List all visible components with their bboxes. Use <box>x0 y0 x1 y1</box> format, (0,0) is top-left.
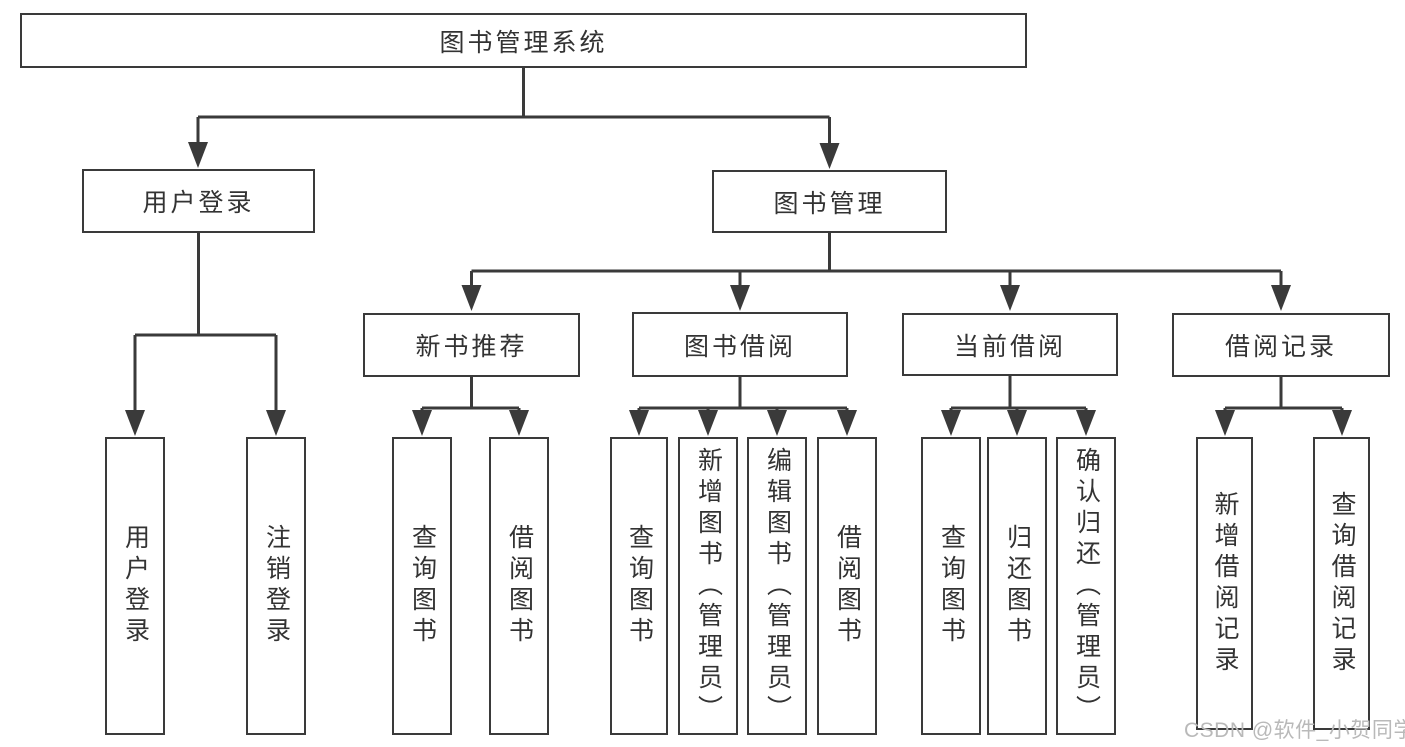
leaf-return-book: 归还图书 <box>987 437 1047 735</box>
node-label: 查询图书 <box>625 524 654 648</box>
node-label: 新书推荐 <box>415 333 528 361</box>
node-label: 当前借阅 <box>953 332 1066 361</box>
arrowhead-icon <box>1076 410 1096 436</box>
node-label: 用户登录 <box>121 524 150 648</box>
node-book-borrow: 图书借阅 <box>632 312 848 377</box>
arrowhead-icon <box>767 410 787 436</box>
node-user-login: 用户登录 <box>82 169 315 233</box>
arrowhead-icon <box>509 410 529 436</box>
node-new-book-recommend: 新书推荐 <box>363 313 580 377</box>
connector-root-to-level2 <box>188 68 840 169</box>
node-book-management: 图书管理 <box>712 170 947 233</box>
leaf-add-book-admin: 新增图书（管理员） <box>678 437 738 735</box>
leaf-query-borrow-record: 查询借阅记录 <box>1313 437 1370 730</box>
node-label: 借阅图书 <box>505 524 534 648</box>
arrowhead-icon <box>1215 410 1235 436</box>
arrowhead-icon <box>266 410 286 436</box>
node-label: 图书管理系统 <box>439 28 608 57</box>
leaf-confirm-return-admin: 确认归还（管理员） <box>1056 437 1116 735</box>
leaf-query-books-borrow: 查询图书 <box>610 437 668 735</box>
node-label: 确认归还（管理员） <box>1072 446 1101 726</box>
node-borrow-records: 借阅记录 <box>1172 313 1390 377</box>
leaf-logout-login: 注销登录 <box>246 437 306 735</box>
node-label: 查询借阅记录 <box>1328 490 1356 677</box>
node-label: 新增借阅记录 <box>1211 490 1239 677</box>
leaf-add-borrow-record: 新增借阅记录 <box>1196 437 1253 730</box>
arrowhead-icon <box>941 410 961 436</box>
connector-book-borrow-children <box>629 377 857 436</box>
csdn-watermark: CSDN @软件_小贺同学 <box>1184 719 1405 742</box>
connector-book-management-children <box>461 233 1291 311</box>
leaf-edit-book-admin: 编辑图书（管理员） <box>747 437 807 735</box>
connector-new-book-recommend-children <box>412 377 529 436</box>
arrowhead-icon <box>412 410 432 436</box>
arrowhead-icon <box>1332 410 1352 436</box>
node-label: 查询图书 <box>937 524 966 648</box>
leaf-user-login: 用户登录 <box>105 437 165 735</box>
node-current-borrow: 当前借阅 <box>902 313 1118 376</box>
arrowhead-icon <box>1007 410 1027 436</box>
node-label: 借阅记录 <box>1224 333 1337 361</box>
arrowhead-icon <box>730 285 750 311</box>
node-label: 注销登录 <box>262 524 291 648</box>
arrowhead-icon <box>837 410 857 436</box>
node-root-library-system: 图书管理系统 <box>20 13 1027 68</box>
arrowhead-icon <box>125 410 145 436</box>
connector-borrow-records-children <box>1215 377 1352 436</box>
connector-user-login-children <box>125 233 286 436</box>
node-label: 新增图书（管理员） <box>694 446 723 726</box>
leaf-borrow-books: 借阅图书 <box>817 437 877 735</box>
arrowhead-icon <box>629 410 649 436</box>
arrowhead-icon <box>819 143 840 169</box>
leaf-borrow-books-recommend: 借阅图书 <box>489 437 549 735</box>
connector-current-borrow-children <box>941 376 1096 436</box>
node-label: 图书借阅 <box>683 332 796 361</box>
node-label: 用户登录 <box>142 189 255 217</box>
node-label: 归还图书 <box>1003 524 1032 648</box>
leaf-query-books-recommend: 查询图书 <box>392 437 452 735</box>
arrowhead-icon <box>698 410 718 436</box>
arrowhead-icon <box>188 142 208 168</box>
node-label: 图书管理 <box>773 189 886 218</box>
arrowhead-icon <box>1271 285 1291 311</box>
arrowhead-icon <box>1000 285 1020 311</box>
node-label: 编辑图书（管理员） <box>763 446 792 726</box>
node-label: 查询图书 <box>408 524 437 648</box>
arrowhead-icon <box>461 285 482 311</box>
leaf-query-books-current: 查询图书 <box>921 437 981 735</box>
node-label: 借阅图书 <box>833 524 862 648</box>
